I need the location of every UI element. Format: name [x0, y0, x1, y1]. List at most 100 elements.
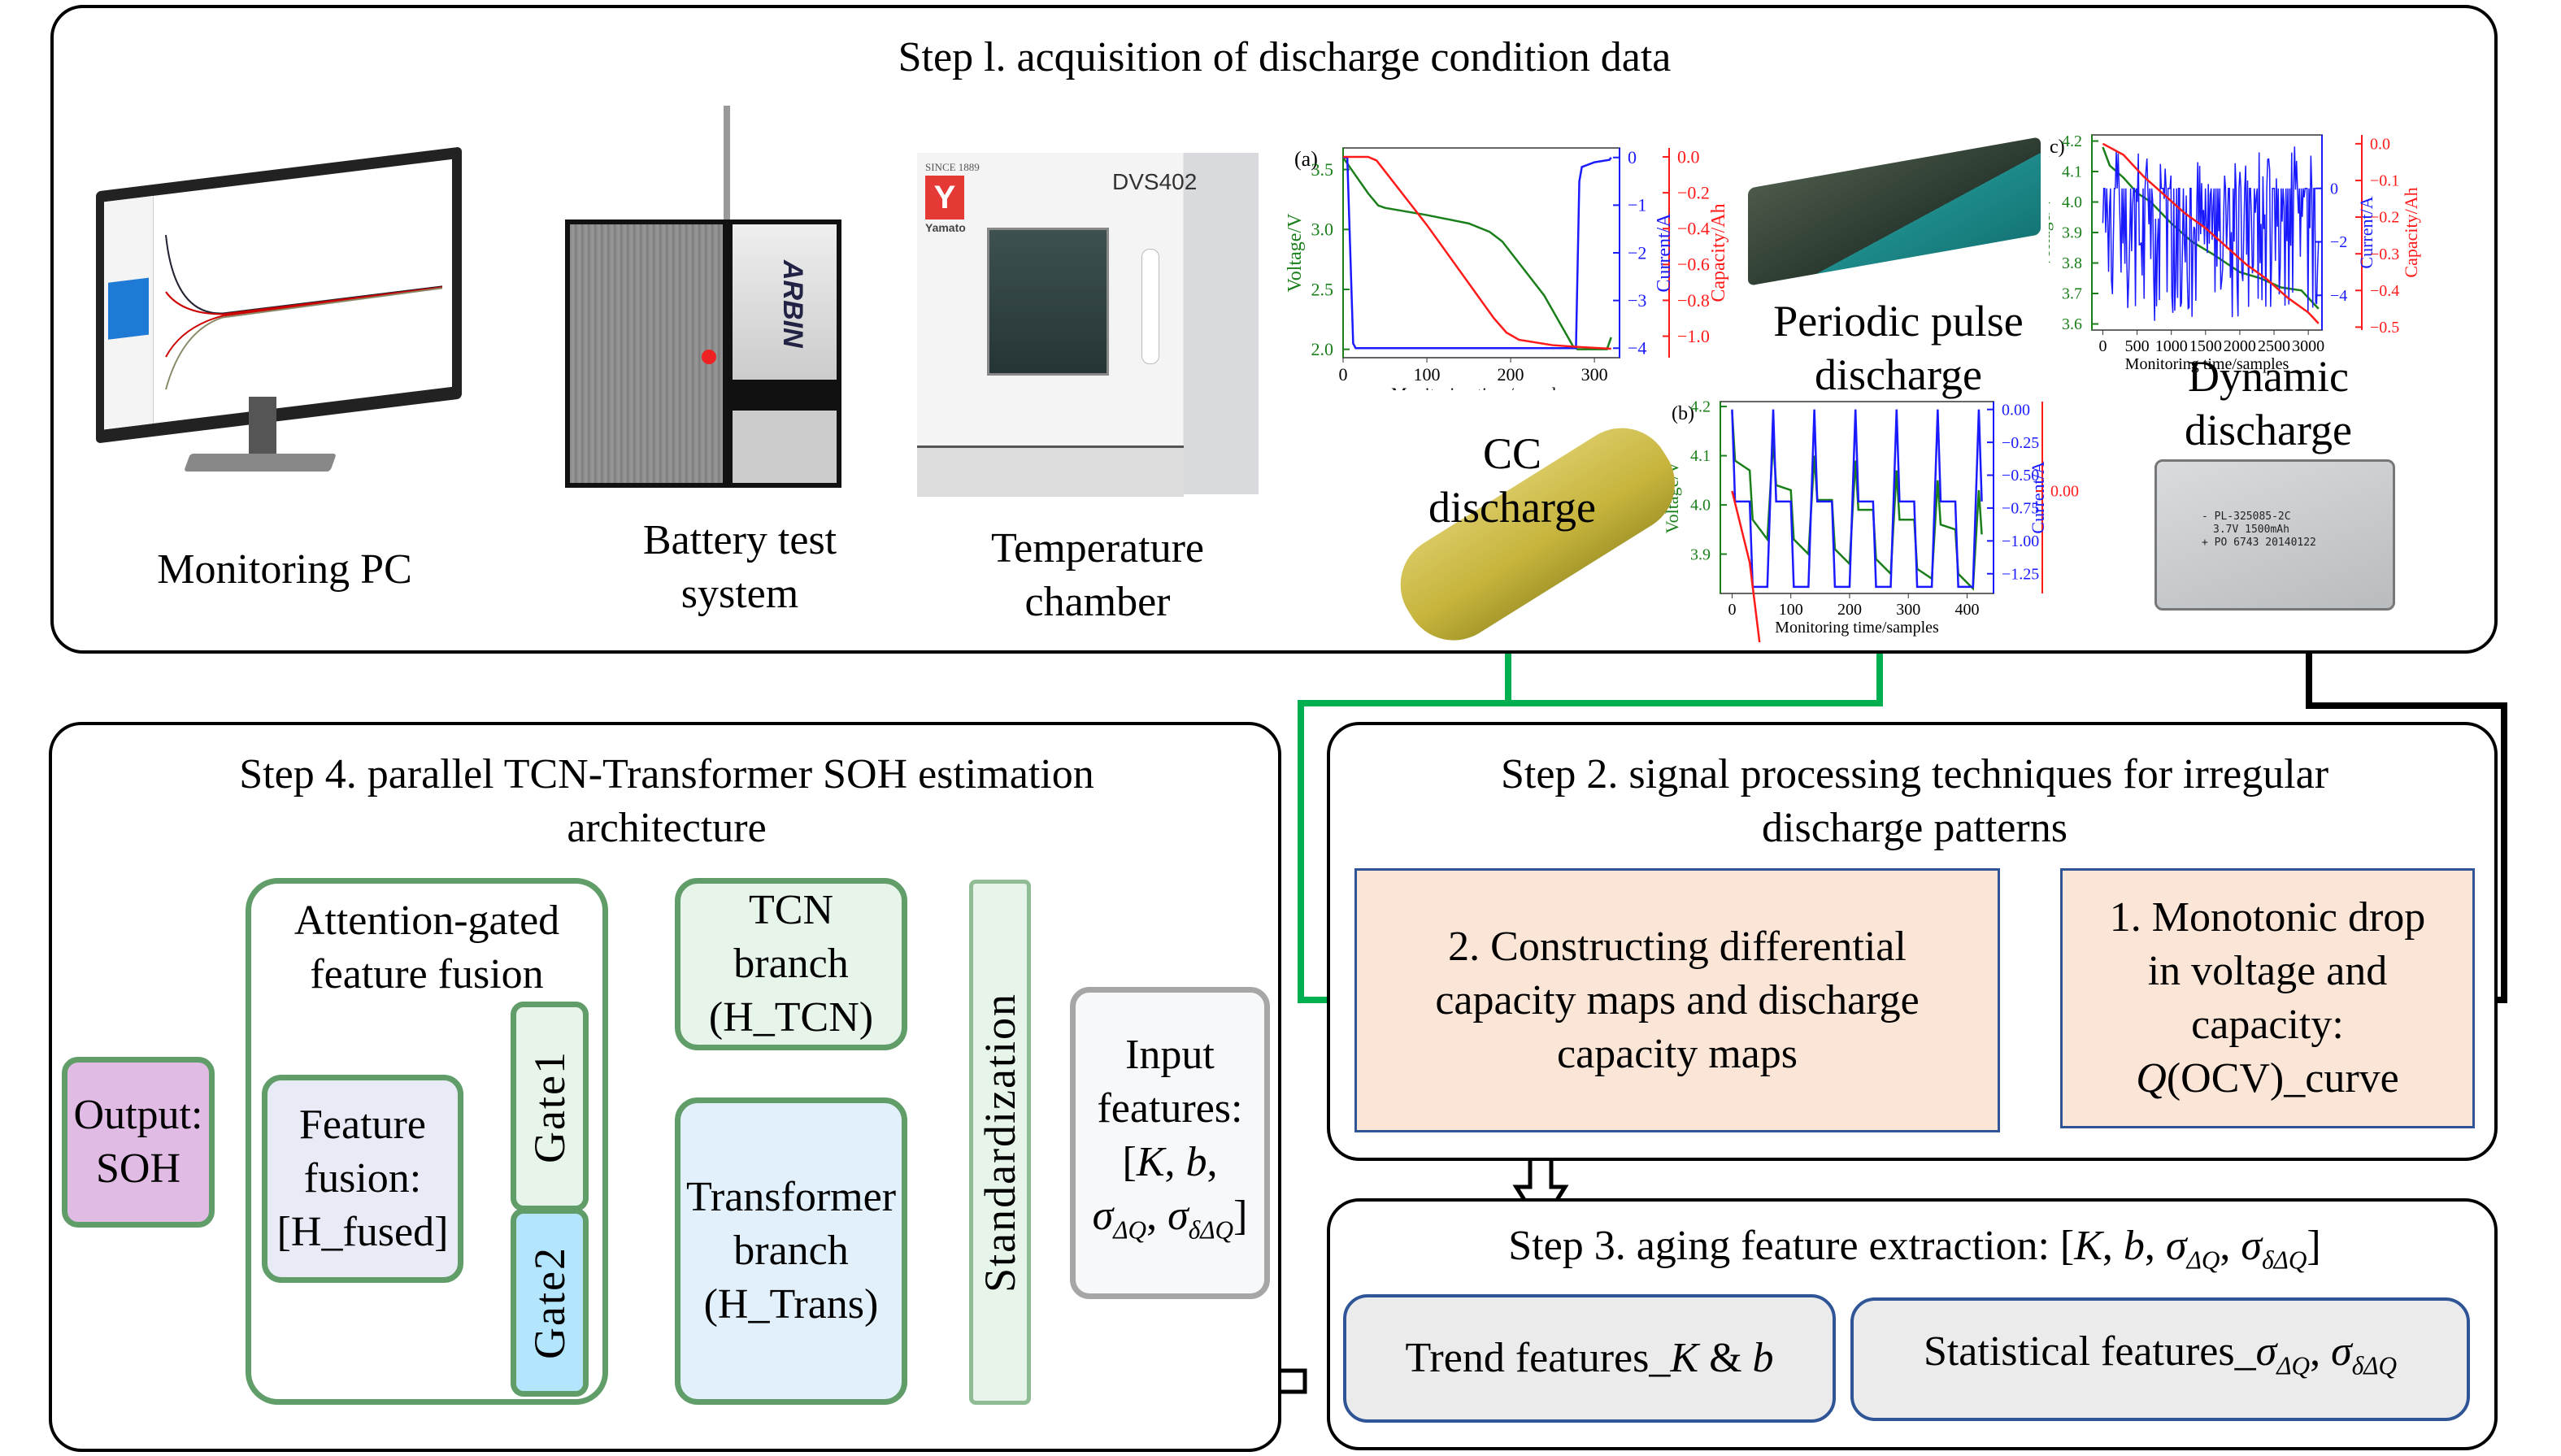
output-soh-box: Output:SOH [62, 1057, 215, 1228]
cc-discharge-label: CC discharge [1407, 427, 1618, 534]
capacity-axis-label: Capacity/Ah [2401, 187, 2421, 277]
flow-cc-to-step2 [1298, 642, 1511, 1003]
screen-selected-rows [108, 277, 149, 340]
monitor-base [183, 454, 337, 472]
capacity-tick-label: −0.2 [1677, 182, 1710, 202]
current-axis-label: Current/A [1654, 213, 1675, 293]
emergency-stop [702, 350, 716, 364]
x-tick-label: 3000 [2292, 337, 2324, 355]
gate2-box: Gate2 [511, 1208, 589, 1397]
voltage-tick-label: 3.0 [1311, 219, 1334, 240]
voltage-tick-label: 4.2 [1690, 398, 1711, 416]
current-tick-label: 0 [2330, 180, 2338, 198]
current-tick-label: −0.50 [2002, 467, 2039, 485]
gate1-label: Gate1 [525, 1050, 574, 1163]
capacity-tick-label: 0.00 [2050, 483, 2079, 501]
current-tick-label: 0.00 [2002, 401, 2030, 419]
current-tick-label: −1 [1628, 195, 1646, 215]
step4-title: Step 4. parallel TCN-Transformer SOH est… [239, 751, 1094, 851]
panel-label: (a) [1294, 147, 1318, 171]
yamato-brand: Yamato [925, 221, 966, 234]
standardization-box: Standardization [969, 880, 1031, 1405]
current-axis-label: Current/A [2028, 461, 2048, 533]
x-tick-label: 200 [1498, 364, 1524, 385]
monitor-display [104, 159, 452, 430]
x-tick-label: 1000 [2155, 337, 2188, 355]
cc-label-line2: discharge [1428, 483, 1596, 532]
chamber-handle [1141, 249, 1159, 364]
cc-label-line1: CC [1482, 429, 1542, 478]
capacity-tick-label: 0.0 [1677, 146, 1700, 167]
capacity-tick-label: −0.4 [1677, 219, 1710, 239]
step3-title: Step 3. aging feature extraction: [K, b,… [1508, 1223, 2321, 1275]
attention-fusion-title: Attention-gated feature fusion [293, 898, 560, 997]
current-tick-label: −2 [1628, 242, 1646, 263]
x-tick-label: 200 [1837, 601, 1862, 619]
dynamic-label-line1: Dynamic [2188, 352, 2349, 401]
x-tick-label: 300 [1581, 364, 1608, 385]
current-tick-label: −1.00 [2002, 532, 2039, 550]
voltage-tick-label: 3.9 [2062, 224, 2082, 242]
current-tick-label: −1.25 [2002, 565, 2039, 583]
attention-fusion-group [246, 878, 608, 1405]
capacity-tick-label: −0.8 [1677, 290, 1710, 311]
series-current [1731, 409, 1983, 589]
gate2-label: Gate2 [525, 1245, 574, 1359]
pulse-discharge-label: Periodic pulse discharge [1748, 294, 2049, 402]
x-tick-label: 100 [1779, 601, 1803, 619]
x-tick-label: 400 [1954, 601, 1979, 619]
x-axis-label: Monitoring time/samples [2125, 355, 2289, 373]
voltage-axis-label: Voltage/V [1285, 213, 1306, 293]
chart-a-svg: (a)0100200300Monitoring time/samples2.02… [1285, 146, 1729, 390]
pulse-label-line2: discharge [1815, 350, 1982, 399]
step2-box-constructing-maps: 2. Constructing differential capacity ma… [1354, 868, 2000, 1132]
current-tick-label: −3 [1628, 290, 1646, 311]
current-tick-label: 0 [1628, 147, 1637, 167]
x-tick-label: 0 [1339, 364, 1348, 385]
step1-title: Step l. acquisition of discharge conditi… [898, 34, 1672, 80]
panel-label: (b) [1672, 403, 1694, 424]
current-tick-label: −4 [1628, 338, 1646, 359]
trend-features-box: Trend features_K & b [1343, 1294, 1836, 1423]
yamato-logo: Y [925, 176, 964, 219]
screen-plot [165, 234, 443, 390]
panel-label: (c) [2049, 137, 2065, 158]
x-tick-label: 2500 [2258, 337, 2290, 355]
monitor-screen [96, 146, 462, 444]
series-capacity [2102, 142, 2320, 324]
temperature-chamber-image: SINCE 1889 Y Yamato DVS402 [917, 153, 1259, 497]
capacity-tick-label: −0.1 [2370, 172, 2399, 190]
pouch-cell-print: - PL-325085-2C 3.7V 1500mAh + PO 6743 20… [2202, 511, 2316, 549]
cabinet-side [728, 219, 841, 488]
series-voltage [1341, 157, 1612, 350]
current-tick-label: −2 [2330, 233, 2347, 251]
chamber-model: DVS402 [1112, 169, 1198, 194]
x-axis-label: Monitoring time/samples [1391, 384, 1572, 390]
voltage-tick-label: 3.7 [2062, 285, 2082, 303]
dynamic-discharge-label: Dynamic discharge [2163, 350, 2374, 457]
dynamic-label-line2: discharge [2185, 406, 2352, 454]
voltage-tick-label: 4.1 [1690, 447, 1711, 465]
pouch-cell-image: - PL-325085-2C 3.7V 1500mAh + PO 6743 20… [2154, 459, 2395, 611]
series-current [2102, 146, 2320, 321]
voltage-tick-label: 3.9 [1690, 545, 1711, 563]
cabinet-front [565, 219, 728, 488]
capacity-tick-label: −1.0 [1677, 326, 1710, 346]
gate1-box: Gate1 [511, 1002, 589, 1211]
capacity-tick-label: 0.0 [2370, 135, 2390, 153]
series-capacity [1343, 155, 1611, 350]
voltage-tick-label: 3.8 [2062, 254, 2082, 272]
voltage-tick-label: 4.0 [1690, 497, 1711, 515]
pulse-label-line1: Periodic pulse [1773, 297, 2024, 346]
arbin-logo: ARBIN [777, 260, 808, 348]
voltage-tick-label: 4.2 [2062, 133, 2082, 150]
chart-a: (a)0100200300Monitoring time/samples2.02… [1285, 114, 1740, 390]
chamber-window [987, 228, 1109, 376]
capacity-tick-label: −0.3 [2370, 246, 2399, 263]
